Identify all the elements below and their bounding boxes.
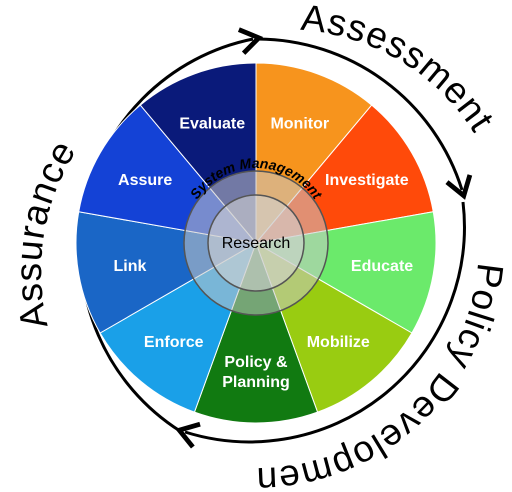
assurance-label: Assurance	[8, 133, 84, 333]
segment-label: Educate	[351, 258, 413, 275]
segment-label: Monitor	[270, 116, 329, 133]
assessment-arc	[257, 37, 473, 200]
segment-policy-planning	[193, 241, 319, 424]
center-hub: System Management Research	[183, 155, 329, 316]
segment-label: Investigate	[325, 172, 409, 189]
segment-label: Policy &Planning	[222, 354, 290, 391]
segment-label: Assure	[118, 172, 172, 189]
segment-label: Mobilize	[307, 334, 370, 351]
policy-development-arc	[175, 201, 466, 449]
segment-label: Evaluate	[179, 116, 245, 133]
segment-label: Enforce	[144, 334, 204, 351]
segment-label: Link	[113, 258, 146, 275]
research-circle	[207, 194, 305, 292]
research-label: Research	[222, 235, 290, 252]
